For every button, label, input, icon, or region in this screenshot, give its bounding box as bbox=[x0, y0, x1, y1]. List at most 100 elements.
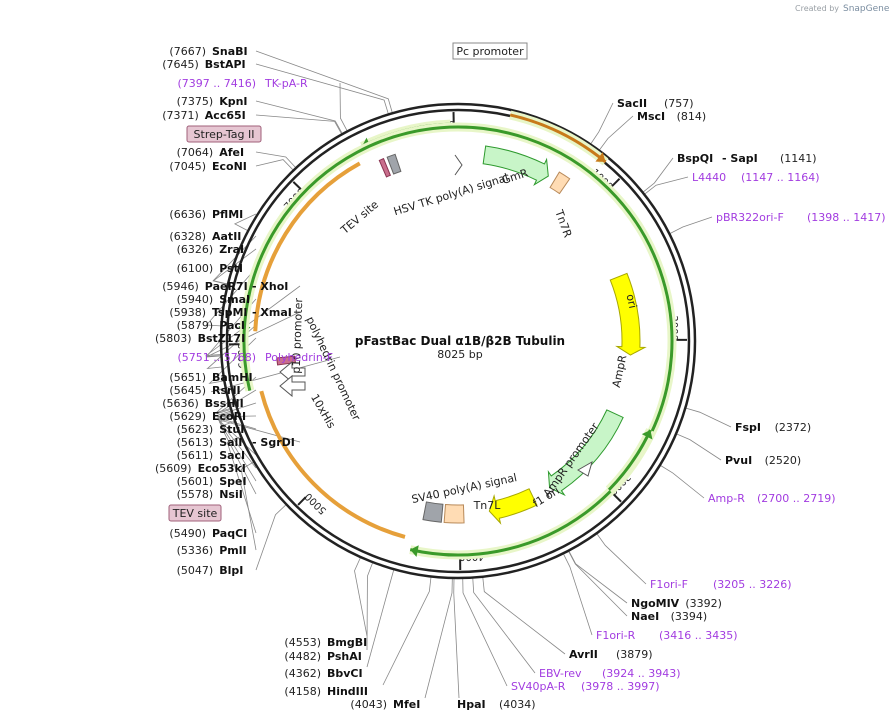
left-label-22-pos: (5613) bbox=[177, 436, 214, 449]
feature-arrows bbox=[276, 145, 647, 525]
left-label-11-pos: (5946) bbox=[162, 280, 199, 293]
left-label-6-line bbox=[255, 159, 294, 170]
right-label-4-name: pBR322ori-F bbox=[716, 211, 784, 224]
plasmid-center: pFastBac Dual α1B/β2B Tubulin 8025 bp bbox=[355, 334, 565, 361]
left-label-8-pos: (6328) bbox=[169, 230, 206, 243]
orf-left-lower bbox=[242, 125, 674, 557]
left-label-22-name: SalI bbox=[219, 436, 242, 449]
left-label-26-line bbox=[220, 421, 257, 495]
orf-orange-left-lower bbox=[259, 390, 406, 539]
right-site-labels: SacII(757)MscI(814)BspQI- SapI(1141)L444… bbox=[511, 97, 886, 693]
left-label-3-line bbox=[255, 100, 343, 134]
right-label-12-value: (3879) bbox=[616, 648, 653, 661]
left-label-15-name: BstZ17I bbox=[198, 332, 246, 345]
left-label-7-name: PflMI bbox=[212, 208, 243, 221]
bottom-label-5-pos: (4034) bbox=[499, 698, 536, 711]
bottom-site-labels: (4553)BmgBI(4482)PshAI(4362)BbvCI(4158)H… bbox=[284, 636, 535, 711]
right-label-14-name: SV40pA-R bbox=[511, 680, 566, 693]
right-label-8-value: (3205 .. 3226) bbox=[713, 578, 792, 591]
left-label-3-pos: (7375) bbox=[177, 95, 214, 108]
right-label-11-line bbox=[563, 554, 593, 636]
orf-orange-left-upper bbox=[253, 161, 361, 332]
backbone bbox=[219, 102, 697, 580]
left-label-9-name: ZraI bbox=[219, 243, 244, 256]
left-label-23-pos: (5611) bbox=[177, 449, 214, 462]
left-label-24-pos: (5609) bbox=[155, 462, 192, 475]
tick-mark-3000 bbox=[612, 493, 622, 503]
left-label-16-name: Polyhedrin-F bbox=[265, 351, 333, 364]
right-label-2-value: (1141) bbox=[780, 152, 817, 165]
pc-promoter-box bbox=[452, 42, 528, 60]
ori-label: ori bbox=[624, 293, 640, 310]
leader-lines bbox=[205, 50, 732, 699]
created-by-text: Created by bbox=[795, 4, 839, 13]
bottom-label-2-line bbox=[366, 570, 395, 668]
left-label-23-name: SacI bbox=[219, 449, 245, 462]
right-label-5-value: (2372) bbox=[775, 421, 812, 434]
left-label-11-name: PaeR7I bbox=[205, 280, 248, 293]
left-label-2-range: (7397 .. 7416) bbox=[177, 77, 256, 90]
left-label-3-name: KpnI bbox=[219, 95, 247, 108]
left-label-20-name: EcoRI bbox=[212, 410, 246, 423]
feature-f1-ori bbox=[488, 488, 538, 525]
snapgene-logo-text: SnapGene bbox=[843, 4, 890, 14]
left-label-25-line bbox=[218, 417, 257, 482]
right-label-6-line bbox=[676, 433, 722, 461]
left-label-28-name: PmlI bbox=[219, 544, 246, 557]
right-label-12-name: AvrII bbox=[569, 648, 598, 661]
bottom-label-0-pos: (4553) bbox=[284, 636, 321, 649]
left-label-4-name: Acc65I bbox=[205, 109, 246, 122]
tick-mark-5000 bbox=[297, 496, 307, 506]
left-label-28-pos: (5336) bbox=[177, 544, 214, 557]
left-label-17-line bbox=[216, 376, 257, 413]
bottom-label-3-name: HindIII bbox=[327, 685, 368, 698]
left-label-26-pos: (5578) bbox=[177, 488, 214, 501]
tn7r-label: Tn7R bbox=[552, 207, 574, 239]
left-label-22-name3: - SgrDI bbox=[252, 436, 295, 449]
feature-ampr bbox=[547, 409, 624, 497]
left-label-5-name: AfeI bbox=[219, 146, 244, 159]
right-label-1-line bbox=[599, 115, 634, 150]
left-label-10-name: PstI bbox=[219, 262, 243, 275]
right-label-10-name: NaeI bbox=[631, 610, 659, 623]
left-label-6-name: EcoNI bbox=[212, 160, 247, 173]
left-label-28-line bbox=[240, 461, 257, 551]
left-label-20-line bbox=[217, 412, 257, 418]
bottom-label-5-line bbox=[453, 578, 460, 699]
tick-mark-7000 bbox=[292, 181, 302, 191]
right-label-3-value: (1147 .. 1164) bbox=[741, 171, 820, 184]
bottom-label-1-line bbox=[366, 562, 373, 651]
hsv-label: HSV TK poly(A) signal bbox=[392, 171, 510, 218]
right-label-9-value: (3392) bbox=[685, 597, 722, 610]
left-label-18-line bbox=[216, 389, 257, 415]
left-label-13-name3: - XmaI bbox=[252, 306, 292, 319]
right-label-3-line bbox=[644, 176, 689, 195]
right-label-7-value: (2700 .. 2719) bbox=[757, 492, 836, 505]
tn7l-label: Tn7L bbox=[473, 499, 502, 512]
left-label-11-line bbox=[205, 285, 301, 356]
boxed-labels: Strep-Tag II TEV site bbox=[168, 125, 262, 522]
left-label-21-name: StuI bbox=[219, 423, 244, 436]
bottom-label-3-pos: (4158) bbox=[284, 685, 321, 698]
orf-top-right bbox=[509, 113, 607, 164]
right-label-3-name: L4440 bbox=[692, 171, 726, 184]
right-label-2-name: BspQI bbox=[677, 152, 713, 165]
right-label-1-name: MscI bbox=[637, 110, 665, 123]
tev-site-outer-box bbox=[168, 504, 222, 522]
right-label-9-name: NgoMIV bbox=[631, 597, 680, 610]
left-label-29-line bbox=[255, 504, 286, 571]
left-label-7-pos: (6636) bbox=[169, 208, 206, 221]
right-label-5-name: FspI bbox=[735, 421, 761, 434]
ampr-promoter-arrow bbox=[577, 460, 593, 477]
bottom-label-0-name: BmgBI bbox=[327, 636, 367, 649]
bottom-label-4-line bbox=[424, 578, 453, 699]
bottom-label-4-pos: (4043) bbox=[350, 698, 387, 711]
his-label: 10xHis bbox=[308, 392, 338, 431]
left-label-29-pos: (5047) bbox=[177, 564, 214, 577]
left-label-17-pos: (5651) bbox=[169, 371, 206, 384]
feature-ori bbox=[609, 272, 647, 356]
left-label-4-line bbox=[255, 114, 342, 134]
bottom-label-5-name: HpaI bbox=[457, 698, 486, 711]
left-label-18-name: RsrII bbox=[212, 384, 241, 397]
left-label-0-name: SnaBI bbox=[212, 45, 248, 58]
